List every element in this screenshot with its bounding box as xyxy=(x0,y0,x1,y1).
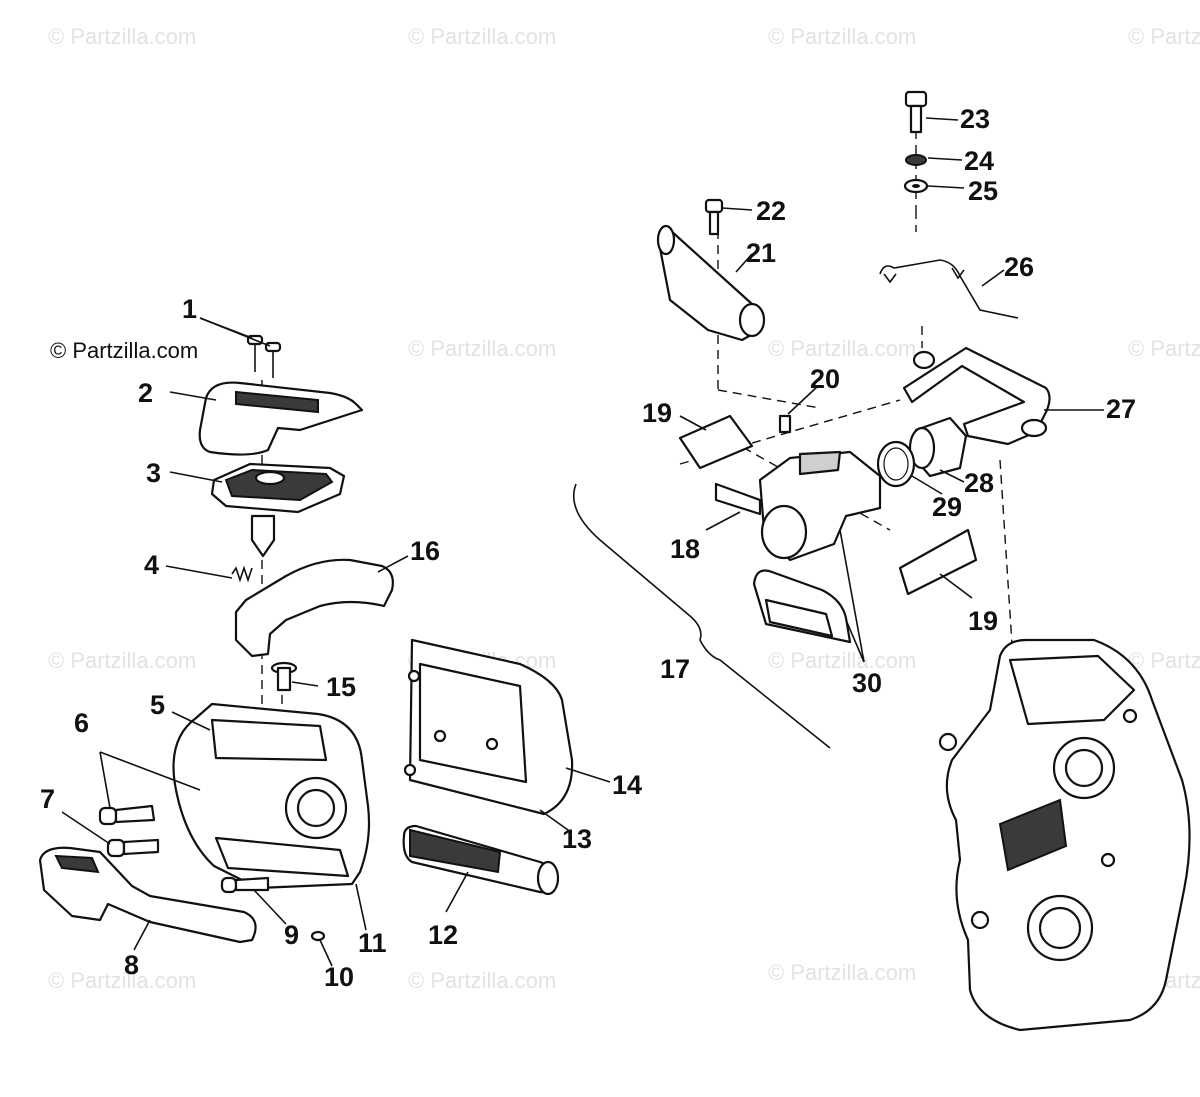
watermark: © Partzilla.com xyxy=(408,968,556,993)
callout-3: 3 xyxy=(146,458,161,488)
plunger xyxy=(250,514,276,558)
bleeder-part-20 xyxy=(778,414,792,434)
watermark: © Partzilla.com xyxy=(1128,24,1200,49)
watermark: © Partzilla.com xyxy=(1128,648,1200,673)
gasket-seal xyxy=(224,468,334,502)
watermark: © Partzilla.com xyxy=(768,648,916,673)
lever-part-16 xyxy=(234,558,394,658)
watermark: © Partzilla.com xyxy=(768,960,916,985)
watermark: © Partzilla.com xyxy=(48,24,196,49)
callout-29: 29 xyxy=(932,492,962,522)
chaincase-panel xyxy=(998,798,1068,872)
chaincase xyxy=(945,638,1191,1032)
callout-16: 16 xyxy=(410,536,440,566)
callout-8: 8 xyxy=(124,950,139,980)
watermark: © Partzilla.com xyxy=(48,968,196,993)
housing-top xyxy=(210,718,328,762)
callout-4: 4 xyxy=(144,550,159,580)
cover-part-2 xyxy=(198,381,364,456)
watermark: © Partzilla.com xyxy=(408,336,556,361)
callout-26: 26 xyxy=(1004,252,1034,282)
callout-12: 12 xyxy=(428,920,458,950)
right-assembly xyxy=(572,90,1191,1032)
shield-part-19 xyxy=(898,528,978,596)
shield-part-19 xyxy=(678,414,754,470)
pin-part-15 xyxy=(270,661,298,692)
callout-7: 7 xyxy=(40,784,55,814)
sleeve-part-12 xyxy=(402,824,560,896)
bushing-part-28 xyxy=(908,416,968,478)
callout-5: 5 xyxy=(150,690,165,720)
lockwasher-part-24 xyxy=(905,154,927,166)
callout-18: 18 xyxy=(670,534,700,564)
callout-19b: 19 xyxy=(968,606,998,636)
callout-9: 9 xyxy=(284,920,299,950)
bolt-part-23 xyxy=(904,90,928,134)
lever-grip-texture xyxy=(54,854,100,874)
clip-part-10 xyxy=(310,930,326,942)
spring-part-4 xyxy=(231,565,253,583)
callout-19: 19 xyxy=(642,398,672,428)
frame-part-27 xyxy=(902,346,1051,446)
callout-23: 23 xyxy=(960,104,990,134)
callout-24: 24 xyxy=(964,146,994,176)
screw-part-6 xyxy=(98,804,156,826)
callout-13: 13 xyxy=(562,824,592,854)
callout-25: 25 xyxy=(968,176,998,206)
callout-27: 27 xyxy=(1106,394,1136,424)
plate-inner xyxy=(418,662,528,784)
callout-21: 21 xyxy=(746,238,776,268)
spring-part-26 xyxy=(879,259,1019,319)
watermark: © Partzilla.com xyxy=(48,648,196,673)
callout-6: 6 xyxy=(74,708,89,738)
watermark: © Partzilla.com xyxy=(1128,336,1200,361)
callout-28: 28 xyxy=(964,468,994,498)
callout-17: 17 xyxy=(660,654,690,684)
screw-part-7 xyxy=(106,838,160,858)
watermark: © Partzilla.com xyxy=(768,336,916,361)
callout-20: 20 xyxy=(810,364,840,394)
callout-14: 14 xyxy=(612,770,642,800)
bracket-17 xyxy=(572,483,831,749)
bolt-part-22 xyxy=(704,198,724,236)
callout-2: 2 xyxy=(138,378,153,408)
chaincase-top xyxy=(1008,654,1136,726)
left-assembly xyxy=(38,317,611,967)
cover-grip-texture xyxy=(235,390,319,414)
callout-15: 15 xyxy=(326,672,356,702)
watermark: © Partzilla.com xyxy=(408,24,556,49)
callout-22: 22 xyxy=(756,196,786,226)
screw-part-9 xyxy=(220,876,270,894)
callout-1: 1 xyxy=(182,294,197,324)
callout-layer: 1 2 3 4 5 6 7 8 9 10 11 12 13 14 15 16 1… xyxy=(40,104,1136,992)
callout-10: 10 xyxy=(324,962,354,992)
screw-part-1 xyxy=(246,334,282,378)
watermark: © Partzilla.com xyxy=(768,24,916,49)
callout-11: 11 xyxy=(358,928,387,958)
watermark-main: © Partzilla.com xyxy=(50,338,198,363)
callout-30: 30 xyxy=(852,668,882,698)
